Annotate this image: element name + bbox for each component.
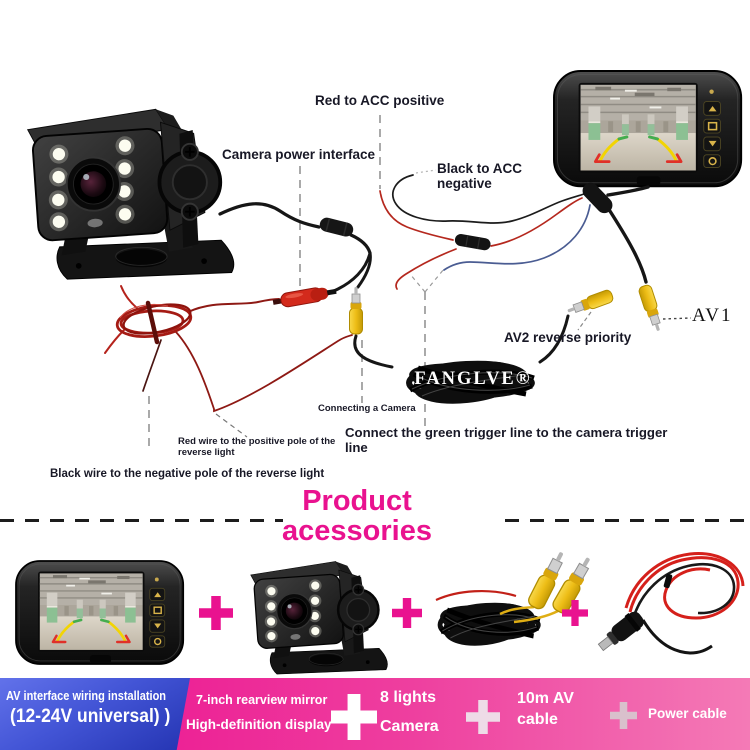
banner-camera-line1: 8 lights — [380, 689, 437, 706]
dashed-separator-right — [505, 519, 750, 522]
accessory-power-cable-photo — [597, 552, 745, 655]
accessory-av-cable-photo — [435, 548, 597, 647]
leader-lines-small — [215, 169, 692, 438]
banner-camera-line2: Camera — [380, 718, 439, 735]
camera-photo — [24, 104, 236, 282]
banner-blue-line2: (12-24V universal) ) — [10, 706, 171, 727]
label-connecting-camera: Connecting a Camera — [318, 403, 416, 414]
label-red-wire: Red wire to the positive pole of the rev… — [178, 436, 336, 458]
plus-icon — [466, 700, 500, 734]
plus-icon — [331, 694, 377, 740]
label-camera-power: Camera power interface — [222, 147, 376, 162]
rca-connector-av1 — [637, 283, 666, 334]
plus-icon — [562, 600, 588, 626]
banner-mirror-line1: 7-inch rearview mirror — [196, 693, 328, 707]
banner-av-line1: 10m AV — [517, 690, 574, 707]
label-av2: AV2 reverse priority — [504, 330, 632, 345]
inline-ferrule — [319, 217, 354, 237]
banner-mirror-line2: High-definition display — [186, 717, 332, 732]
label-black-acc: Black to ACC negative — [437, 161, 523, 191]
label-black-wire: Black wire to the negative pole of the r… — [50, 468, 325, 480]
brand-text: FANGLVE® — [414, 369, 532, 389]
leader-lines — [148, 115, 426, 452]
label-green-trigger: Connect the green trigger line to the ca… — [345, 425, 668, 455]
accessory-camera-photo — [248, 558, 389, 676]
plus-icon — [392, 598, 422, 628]
plus-icon — [610, 702, 637, 729]
section-title: Product acessories — [282, 485, 432, 547]
banner-av-line2: cable — [517, 711, 558, 728]
power-connector-red — [272, 287, 337, 308]
label-red-acc: Red to ACC positive — [315, 93, 445, 108]
plus-icon — [199, 596, 233, 630]
banner-blue-line1: AV interface wiring installation — [6, 688, 167, 703]
mini-ferrule — [454, 234, 491, 251]
rca-connector-camera — [349, 286, 363, 335]
banner-power-line1: Power cable — [648, 706, 727, 721]
label-av1: AV1 — [692, 305, 733, 326]
dashed-separator-left — [0, 519, 283, 522]
accessory-mirror-photo — [16, 561, 183, 664]
banner-blue-box: AV interface wiring installation (12-24V… — [0, 678, 190, 750]
red-wire-bundle — [115, 300, 193, 345]
rearview-mirror-photo — [554, 71, 741, 186]
mirror-ferrule — [582, 182, 613, 214]
